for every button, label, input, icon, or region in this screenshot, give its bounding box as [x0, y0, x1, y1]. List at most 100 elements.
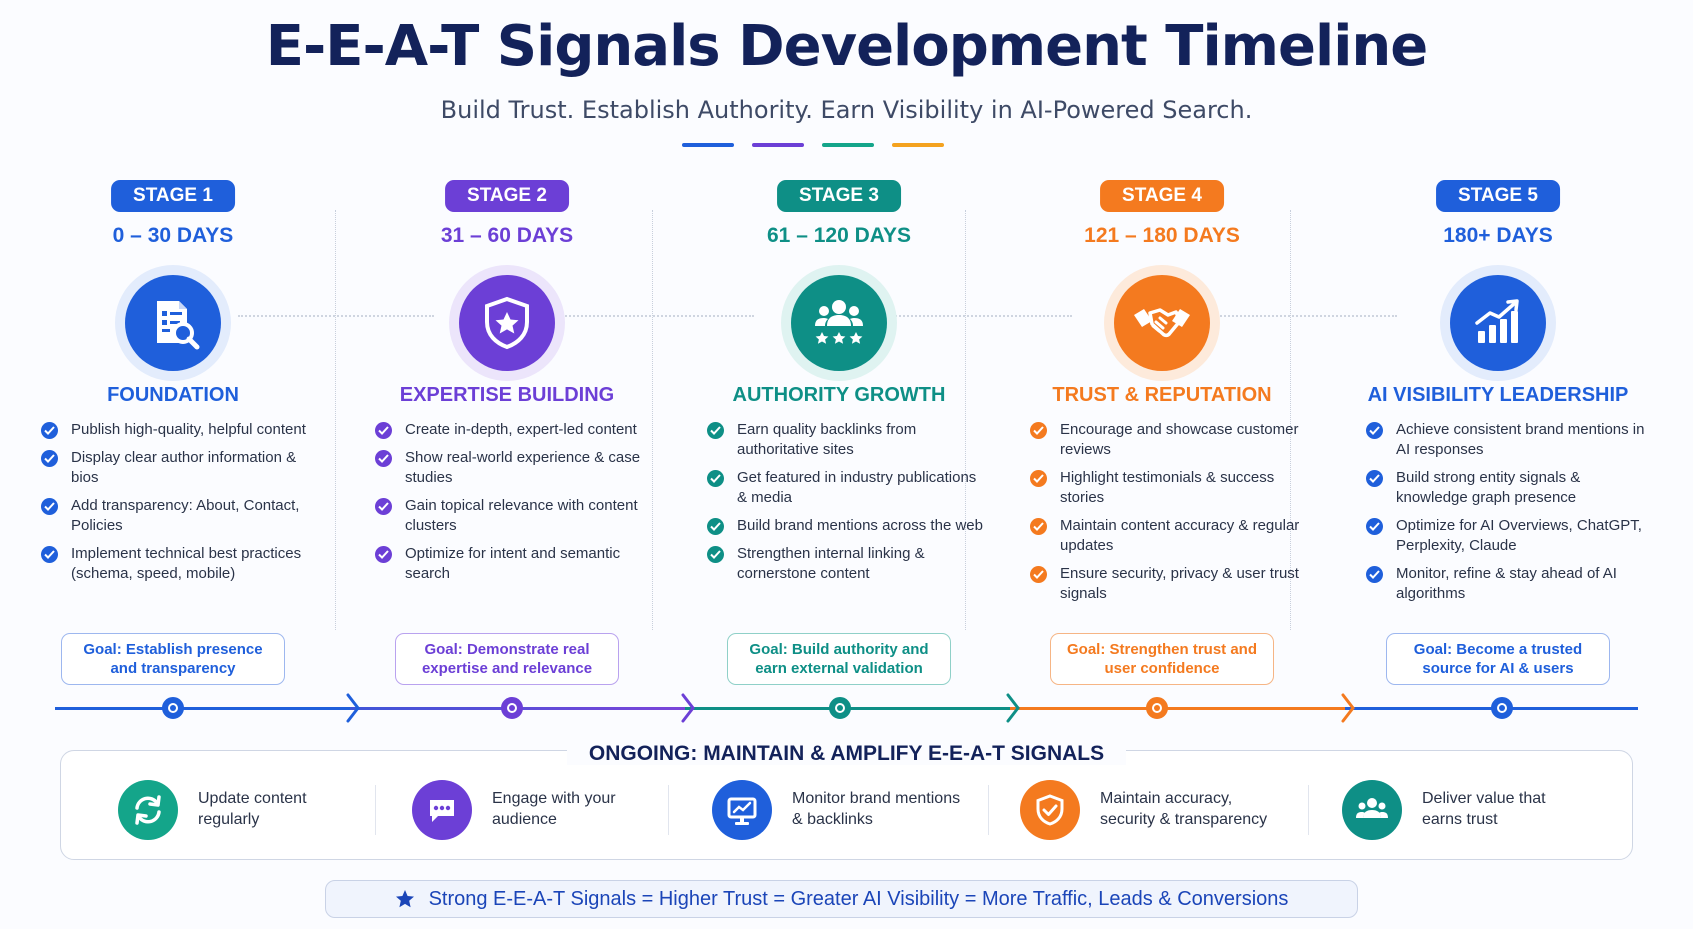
page-subtitle: Build Trust. Establish Authority. Earn V… — [440, 96, 1253, 124]
stage-item-list: Achieve consistent brand mentions in AI … — [1366, 420, 1648, 612]
ongoing-separator — [1308, 785, 1309, 835]
check-icon — [375, 546, 392, 563]
stage-goal: Goal: Build authority and earn external … — [727, 633, 951, 685]
list-item: Achieve consistent brand mentions in AI … — [1366, 420, 1648, 460]
check-icon — [1030, 518, 1047, 535]
stage-days: 61 – 120 DAYS — [767, 224, 911, 247]
timeline-node — [1146, 697, 1168, 719]
stage-days: 180+ DAYS — [1443, 224, 1553, 247]
list-item: Maintain content accuracy & regular upda… — [1030, 516, 1312, 556]
check-icon — [1030, 422, 1047, 439]
list-item: Implement technical best practices (sche… — [41, 544, 323, 584]
ongoing-item-text: Monitor brand mentions & backlinks — [792, 790, 961, 828]
stage-divider — [1290, 210, 1291, 630]
timeline-node — [501, 697, 523, 719]
stage-badge: STAGE 4 — [1100, 180, 1224, 212]
timeline-node — [1491, 697, 1513, 719]
chat-bubble-icon — [430, 800, 454, 822]
stage-goal: Goal: Demonstrate real expertise and rel… — [395, 633, 619, 685]
stage-icon-ring — [1440, 265, 1556, 381]
timeline-node — [162, 697, 184, 719]
summary-banner: Strong E-E-A-T Signals = Higher Trust = … — [325, 880, 1358, 918]
check-icon — [41, 546, 58, 563]
stage-goal: Goal: Strengthen trust and user confiden… — [1050, 633, 1274, 685]
check-icon — [375, 450, 392, 467]
list-item: Create in-depth, expert-led content — [375, 420, 657, 440]
check-icon — [707, 518, 724, 535]
accent-bar-blue — [682, 143, 734, 147]
stage-divider — [652, 210, 653, 630]
ongoing-separator — [668, 785, 669, 835]
stage-name: AUTHORITY GROWTH — [732, 384, 946, 406]
accent-bar-orange — [892, 143, 944, 147]
check-icon — [375, 498, 392, 515]
check-icon — [41, 498, 58, 515]
chevron-right-icon — [346, 693, 360, 723]
ongoing-item-text: Engage with your audience — [492, 790, 616, 828]
stage-badge: STAGE 3 — [777, 180, 901, 212]
list-item: Highlight testimonials & success stories — [1030, 468, 1312, 508]
stage-days: 31 – 60 DAYS — [440, 224, 574, 247]
check-icon — [707, 546, 724, 563]
list-item: Display clear author information & bios — [41, 448, 323, 488]
stage-divider — [965, 210, 966, 630]
timeline-segment-1 — [55, 707, 350, 710]
stage-days: 121 – 180 DAYS — [1084, 224, 1240, 247]
icon-connector — [238, 315, 434, 317]
star-icon — [395, 890, 414, 908]
list-item: Show real-world experience & case studie… — [375, 448, 657, 488]
chevron-right-icon — [681, 693, 695, 723]
check-icon — [41, 450, 58, 467]
ongoing-title: ONGOING: MAINTAIN & AMPLIFY E-E-A-T SIGN… — [0, 742, 1693, 766]
list-item: Ensure security, privacy & user trust si… — [1030, 564, 1312, 604]
stage-icon-ring — [1104, 265, 1220, 381]
list-item: Strengthen internal linking & cornerston… — [707, 544, 989, 584]
stage-name: TRUST & REPUTATION — [1052, 384, 1272, 406]
list-item: Optimize for AI Overviews, ChatGPT, Perp… — [1366, 516, 1648, 556]
check-icon — [1366, 518, 1383, 535]
summary-text: Strong E-E-A-T Signals = Higher Trust = … — [428, 887, 1289, 910]
list-item: Get featured in industry publications & … — [707, 468, 989, 508]
ongoing-separator — [375, 785, 376, 835]
check-icon — [707, 422, 724, 439]
list-item: Build strong entity signals & knowledge … — [1366, 468, 1648, 508]
check-icon — [41, 422, 58, 439]
ongoing-item-text: Deliver value that earns trust — [1422, 790, 1546, 828]
stage-icon-ring — [449, 265, 565, 381]
stage-divider — [335, 210, 336, 630]
accent-bar-teal — [822, 143, 874, 147]
chevron-right-icon — [1341, 693, 1355, 723]
stage-item-list: Publish high-quality, helpful content Di… — [41, 420, 323, 592]
stage-name: EXPERTISE BUILDING — [399, 384, 615, 406]
ongoing-item-text: Maintain accuracy, security & transparen… — [1100, 790, 1268, 828]
icon-connector — [1193, 315, 1397, 317]
stage-item-list: Encourage and showcase customer reviews … — [1030, 420, 1312, 612]
stage-goal: Goal: Establish presence and transparenc… — [61, 633, 285, 685]
shield-check-icon — [1036, 794, 1064, 826]
list-item: Optimize for intent and semantic search — [375, 544, 657, 584]
check-icon — [375, 422, 392, 439]
check-icon — [707, 470, 724, 487]
list-item: Monitor, refine & stay ahead of AI algor… — [1366, 564, 1648, 604]
check-icon — [1366, 566, 1383, 583]
accent-bar-purple — [752, 143, 804, 147]
stage-badge: STAGE 5 — [1436, 180, 1560, 212]
chevron-right-icon — [1006, 693, 1020, 723]
stage-goal: Goal: Become a trusted source for AI & u… — [1386, 633, 1610, 685]
bar-chart-growth-icon — [1475, 299, 1519, 343]
list-item: Add transparency: About, Contact, Polici… — [41, 496, 323, 536]
stage-name: AI VISIBILITY LEADERSHIP — [1367, 384, 1629, 406]
stage-icon-ring — [781, 265, 897, 381]
stage-item-list: Create in-depth, expert-led content Show… — [375, 420, 657, 592]
ongoing-separator — [988, 785, 989, 835]
check-icon — [1030, 566, 1047, 583]
list-item: Gain topical relevance with content clus… — [375, 496, 657, 536]
icon-connector — [558, 315, 754, 317]
timeline-segment-4 — [1010, 707, 1345, 710]
ongoing-item-text: Update content regularly — [198, 790, 307, 828]
stage-badge: STAGE 1 — [111, 180, 235, 212]
check-icon — [1030, 470, 1047, 487]
list-item: Encourage and showcase customer reviews — [1030, 420, 1312, 460]
check-icon — [1366, 470, 1383, 487]
stage-badge: STAGE 2 — [445, 180, 569, 212]
